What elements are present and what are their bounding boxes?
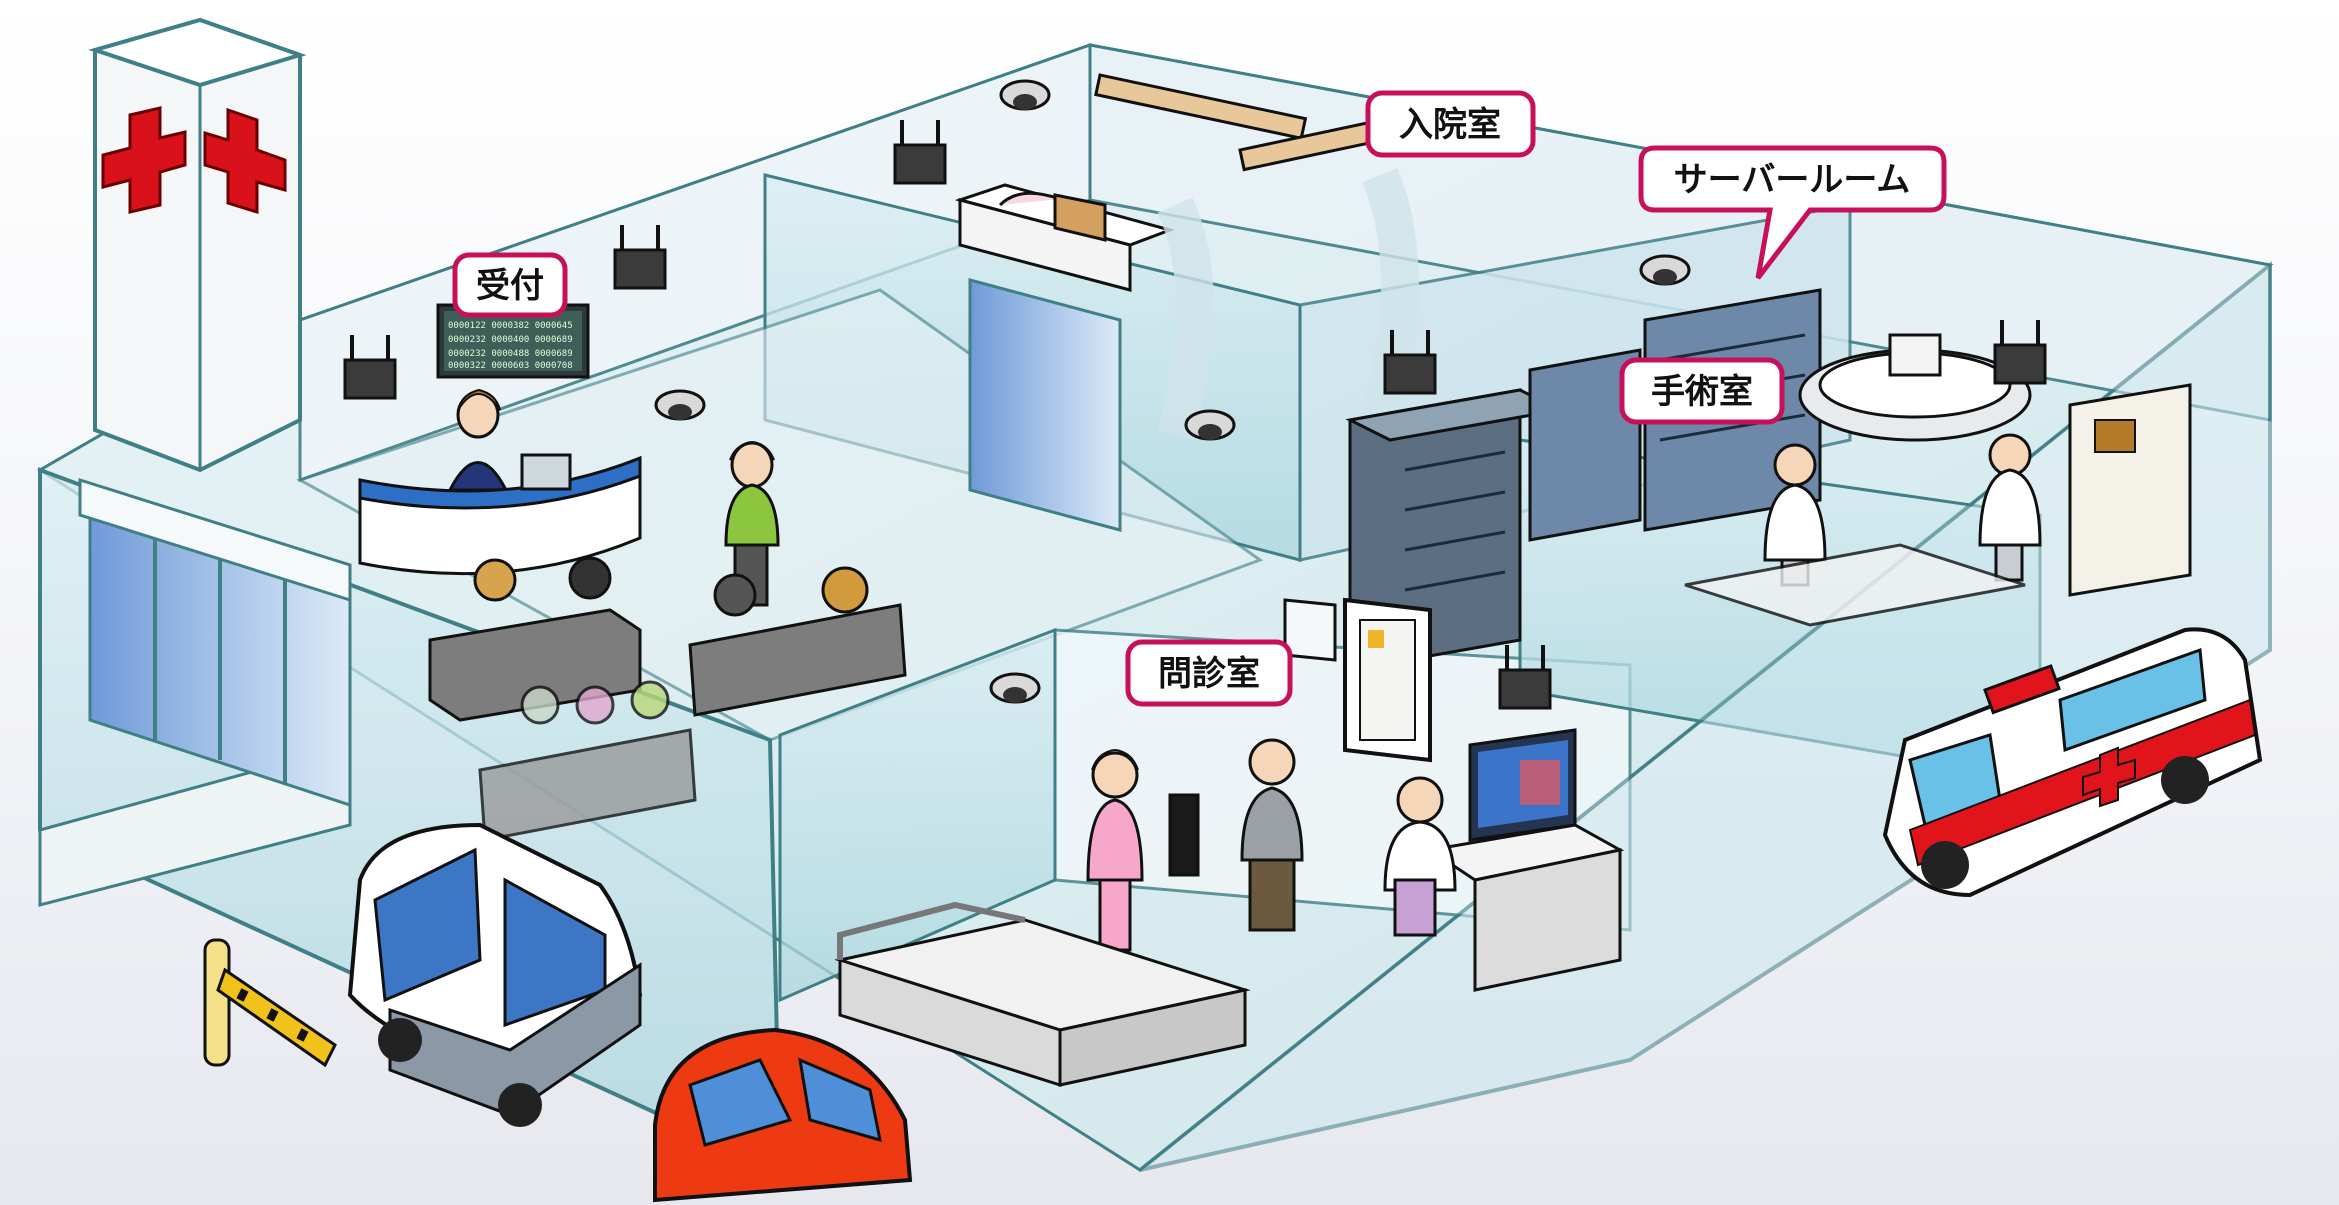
label-operating-room-text: 手術室 — [1651, 372, 1753, 412]
security-camera-icon — [999, 79, 1051, 111]
receptionist — [447, 388, 509, 492]
label-consultation-room: 問診室 — [1125, 639, 1293, 707]
red-cross-icon — [101, 106, 187, 214]
board-row-1: 0000122 0000382 0000645 — [448, 321, 573, 331]
wifi-router-icon — [613, 225, 667, 290]
exam-bed — [834, 901, 1251, 1088]
consultation-room — [834, 597, 1625, 1088]
label-server-room: サーバールーム — [1638, 145, 1947, 280]
operating-room — [1684, 333, 2192, 627]
label-operating-room: 手術室 — [1619, 357, 1785, 425]
security-camera-icon — [1639, 254, 1691, 286]
wifi-router-icon — [343, 335, 397, 400]
barrier-gate-icon — [203, 938, 337, 1068]
wifi-router-icon — [1498, 645, 1552, 710]
security-camera-icon — [989, 672, 1041, 704]
monitor-icon — [1168, 793, 1200, 877]
security-camera-icon — [654, 389, 706, 421]
board-row-3: 0000232 0000488 0000689 — [448, 349, 573, 359]
wifi-router-icon — [1993, 320, 2047, 385]
visitor-green — [724, 440, 780, 607]
van — [347, 822, 643, 1127]
red-cross-icon — [203, 107, 287, 215]
wifi-router-icon — [1383, 330, 1437, 395]
reception-area: 0000122 0000382 0000645 0000232 0000400 … — [358, 303, 907, 842]
surgeon — [1978, 433, 2042, 582]
board-row-2: 0000232 0000400 0000689 — [448, 335, 573, 345]
patient — [1240, 738, 1304, 932]
label-reception: 受付 — [452, 252, 568, 318]
hospital-tower — [88, 17, 307, 473]
nurse — [1086, 748, 1144, 952]
waiting-sofa — [428, 556, 907, 842]
label-reception-text: 受付 — [476, 266, 544, 306]
monitor-icon — [520, 453, 572, 491]
security-camera-icon — [1184, 409, 1236, 441]
entrance — [38, 477, 352, 907]
surgeon — [1763, 443, 1827, 587]
label-consultation-room-text: 問診室 — [1158, 654, 1260, 694]
partition-consult-left — [778, 627, 1057, 1003]
label-server-room-text: サーバールーム — [1674, 160, 1911, 200]
label-ward-text: 入院室 — [1399, 105, 1501, 145]
label-ward: 入院室 — [1365, 90, 1536, 158]
ambulance — [1882, 627, 2263, 898]
board-row-4: 0000322 0000603 0000708 — [448, 361, 573, 371]
car — [653, 1027, 913, 1203]
wifi-router-icon — [893, 120, 947, 185]
monitor-icon — [1468, 728, 1577, 842]
doctor — [1383, 776, 1457, 937]
